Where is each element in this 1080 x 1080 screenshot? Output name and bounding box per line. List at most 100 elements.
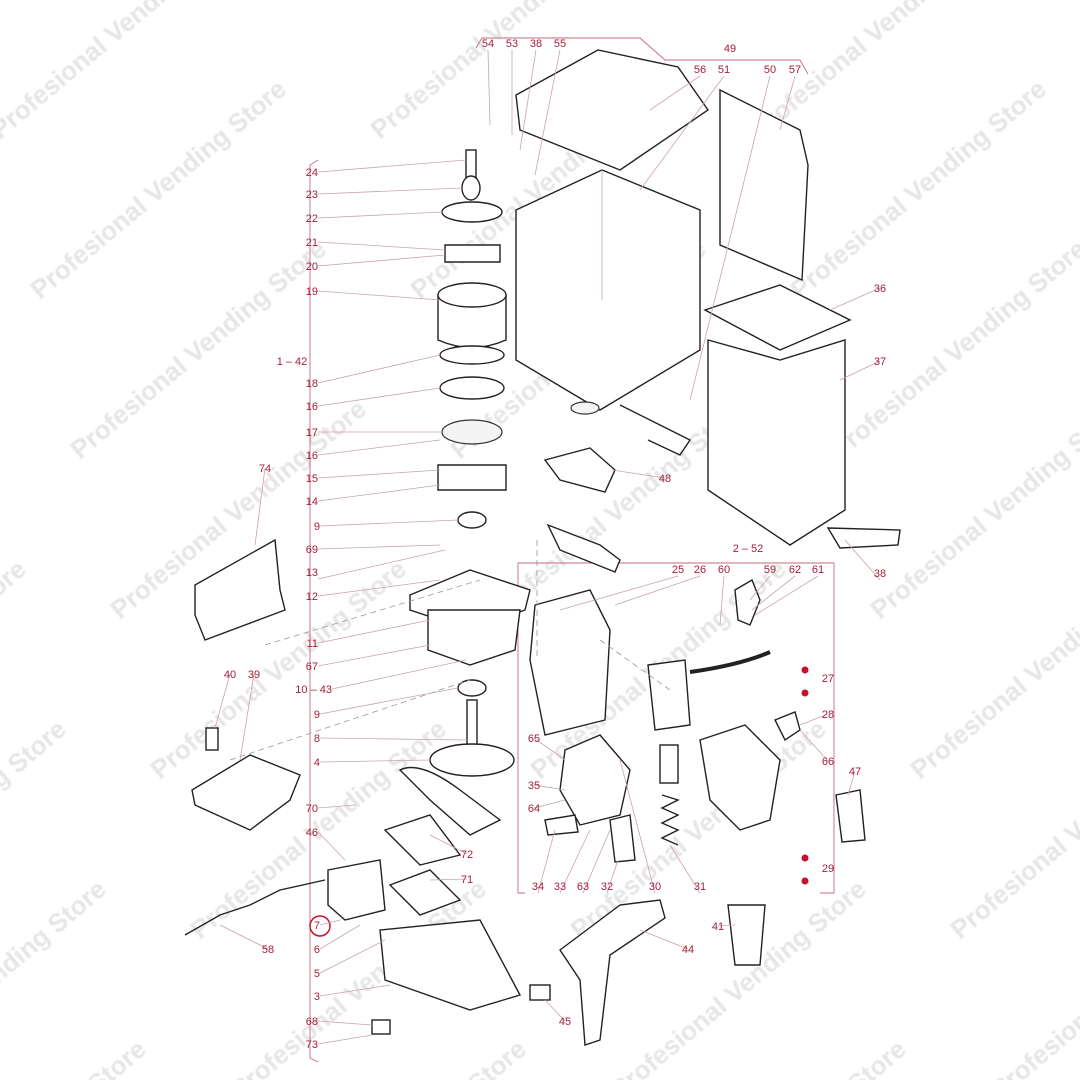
chute-bracket [699,724,781,831]
leader-line [844,539,881,581]
coffee-hopper [515,169,701,411]
part-label: 30 [649,881,661,893]
leader-line [649,75,701,111]
plate-45 [529,984,551,1001]
wire-rod [619,404,692,456]
leader-line [317,469,441,479]
part-label: 67 [306,661,318,673]
part-label: 1 – 42 [277,356,308,368]
part-label: 48 [659,473,671,485]
part-label: 18 [306,378,318,390]
part-label: 13 [306,567,318,579]
part-label: 20 [306,261,318,273]
part-label: 70 [306,803,318,815]
part-label: 49 [724,43,736,55]
part-label: 38 [530,38,542,50]
base-plate-39 [191,754,301,831]
part-label: 26 [694,564,706,576]
part-label: 63 [577,881,589,893]
wire-harness-58 [184,879,326,936]
grinder-motor-46 [327,859,386,921]
part-label: 4 [314,757,320,769]
burr-holder-14 [437,464,507,491]
leader-line [754,575,819,616]
leader-line [544,999,566,1022]
plate-72 [383,814,462,866]
solenoid-27 [647,659,691,731]
spacer-40 [205,727,219,751]
part-label: 68 [306,1016,318,1028]
ring-19-top [437,282,507,308]
part-label: 16 [306,450,318,462]
leader-line [317,241,446,251]
leader-line [749,575,771,601]
leader-line [537,829,556,894]
part-label: 22 [306,213,318,225]
leader-line [219,924,269,950]
leader-line [317,831,346,861]
drive-belt [398,766,502,836]
group-bracket-2-52 [517,562,835,894]
part-label: 33 [554,881,566,893]
part-label: 19 [306,286,318,298]
part-label: 40 [224,669,236,681]
part-label: 29 [822,863,834,875]
doser-bracket [529,589,611,736]
part-label: 44 [682,944,694,956]
part-label: 46 [306,827,318,839]
leader-line [829,287,881,311]
leader-line [317,549,446,580]
part-label: 39 [248,669,260,681]
base-housing-3 [379,919,522,1011]
part-label: 12 [306,591,318,603]
leader-line [799,713,829,726]
mixer-47 [835,789,866,843]
part-label: 58 [262,944,274,956]
side-panel [719,88,809,282]
leader-line [317,579,441,597]
part-label: 25 [672,564,684,576]
leader-line [317,804,356,809]
part-label: 38 [874,568,886,580]
leader-line [619,759,656,894]
leader-line [689,75,771,401]
leader-line [214,673,231,729]
leader-line [319,519,459,527]
part-label: 57 [789,64,801,76]
leader-line [317,1020,373,1026]
part-label: 3 [314,991,320,1003]
leader-line [317,387,441,407]
part-label: 50 [764,64,776,76]
leader-line [639,75,725,191]
leader-line [319,984,391,997]
solenoid-cable [689,650,771,674]
bearing-9 [457,511,487,529]
bracket-74 [194,538,286,641]
part-label: 45 [559,1016,571,1028]
part-label: 28 [822,709,834,721]
leader-line [429,878,468,881]
part-label: 34 [532,881,544,893]
part-label: 32 [601,881,613,893]
group-bracket-49 [475,37,809,75]
leader-line [533,784,566,791]
leader-line [317,484,441,502]
part-label: 69 [306,544,318,556]
part-label: 16 [306,401,318,413]
highlight-circle [309,915,331,937]
group-bracket-1-42 [309,159,319,1063]
leader-line [319,924,361,950]
pulley-4 [429,743,515,777]
part-label: 53 [506,38,518,50]
leader-line [751,575,796,611]
lever-59 [734,578,761,626]
leader-line [317,439,441,456]
leader-line [559,575,679,611]
burr-17 [441,419,503,445]
part-label: 51 [718,64,730,76]
part-label: 64 [528,803,540,815]
leader-line [331,659,467,690]
